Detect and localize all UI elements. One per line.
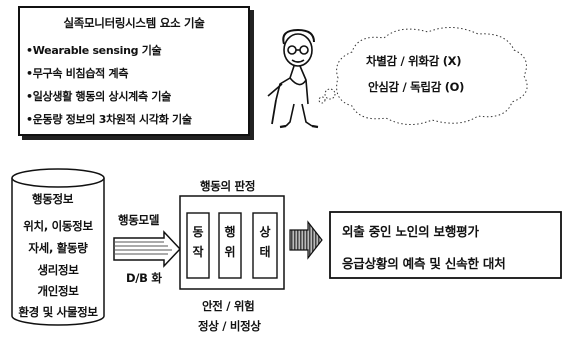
model-arrow: [113, 230, 182, 268]
thought-line-2: 안심감 / 독립감 (O): [368, 80, 465, 94]
thought-bubbles: [318, 88, 336, 104]
judgment-label-action: 행위: [224, 225, 236, 259]
behavior-info-item: 환경 및 사물정보: [18, 305, 98, 319]
tech-item: •일상생활 행동의 상시계측 기술: [26, 90, 171, 103]
tech-elements-box: 실족모니터링시스템 요소 기술 •Wearable sensing 기술 •무구…: [18, 6, 250, 136]
behavior-info-cylinder: [11, 168, 105, 326]
outcome-line-2: 응급상황의 예측 및 신속한 대처: [342, 256, 506, 271]
thought-cloud: [336, 27, 528, 125]
behavior-model-label: 행동모델: [118, 213, 160, 227]
behavior-info-item: 개인정보: [37, 284, 79, 298]
behavior-info-title: 행동정보: [32, 192, 74, 206]
judgment-result-safety: 안전 / 위험: [202, 299, 255, 313]
judgment-box-state: [252, 212, 278, 279]
judgment-label-motion: 동작: [192, 225, 204, 259]
outcome-box: [329, 211, 562, 279]
db-label: D/B 화: [126, 271, 162, 285]
tech-item: •운동량 정보의 3차원적 시각화 기술: [26, 113, 192, 126]
judgment-box-motion: [186, 212, 210, 279]
tech-item: •무구속 비침습적 계측: [26, 67, 129, 80]
judgment-title: 행동의 판정: [200, 179, 256, 193]
tech-box-title: 실족모니터링시스템 요소 기술: [63, 16, 205, 30]
thought-line-1: 차별감 / 위화감 (X): [366, 54, 462, 68]
judgment-result-normality: 정상 / 비정상: [198, 319, 261, 333]
result-arrow: [289, 220, 323, 260]
judgment-label-state: 상태: [259, 225, 271, 259]
behavior-info-item: 생리정보: [37, 263, 79, 277]
judgment-box-action: [218, 212, 242, 279]
behavior-info-item: 위치, 이동정보: [23, 219, 93, 233]
outcome-line-1: 외출 중인 노인의 보행평가: [342, 224, 479, 239]
behavior-info-item: 자세, 활동량: [28, 241, 88, 255]
tech-item: •Wearable sensing 기술: [26, 44, 162, 57]
elderly-person-illustration: [267, 28, 319, 129]
